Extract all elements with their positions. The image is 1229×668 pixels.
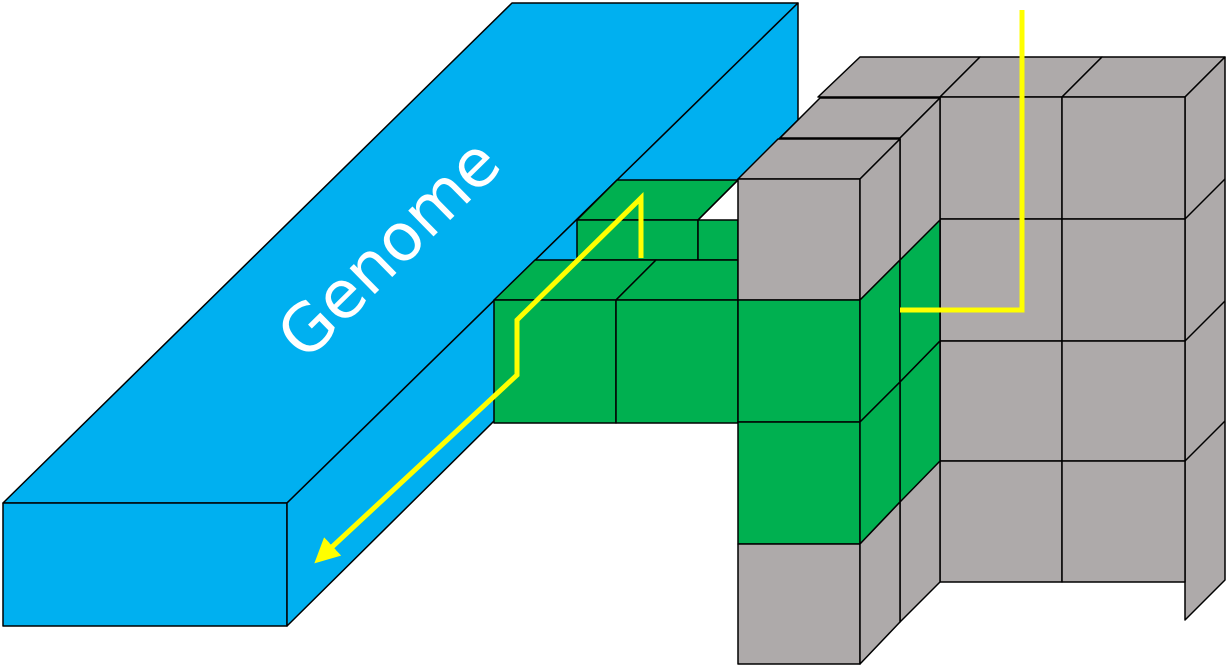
- green-cubes-front: [493, 259, 739, 424]
- gray-cube-wall: [779, 56, 1226, 623]
- path-segment-vertical: [900, 10, 1025, 313]
- genome-bar-front: [2, 502, 288, 627]
- front-tower: [737, 138, 941, 665]
- yellow-path: [314, 10, 1025, 564]
- path-segment-arrow: [314, 192, 644, 564]
